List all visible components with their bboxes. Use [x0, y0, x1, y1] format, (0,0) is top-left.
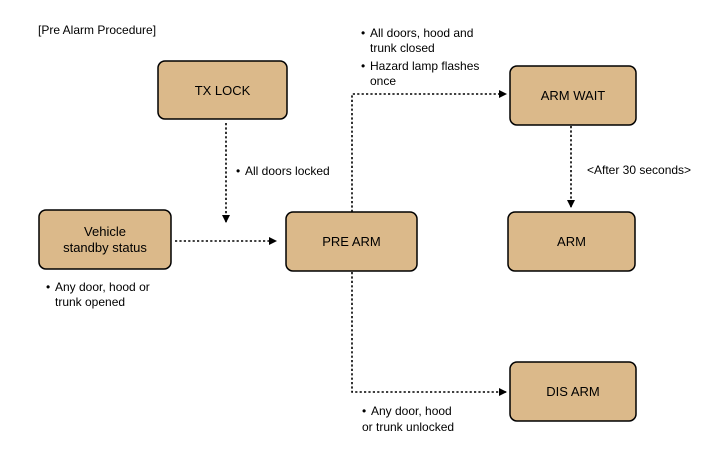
note-hazard-line2: once: [370, 74, 396, 88]
note-doors-locked-text: All doors locked: [245, 164, 330, 178]
note-hazard-lamp: • Hazard lamp flashes once: [361, 59, 479, 88]
note-unlocked-line2: or trunk unlocked: [362, 420, 454, 434]
note-unlocked: • Any door, hood or trunk unlocked: [362, 404, 454, 434]
note-hazard-line1: Hazard lamp flashes: [370, 59, 479, 73]
note-standby-line2: trunk opened: [55, 295, 125, 309]
bullet-icon: •: [361, 59, 365, 73]
node-vehicle-standby: Vehicle standby status: [38, 209, 172, 270]
arrow-prearm-to-disarm: [351, 272, 507, 396]
note-unlocked-line1: Any door, hood: [371, 404, 452, 418]
connectors: [175, 90, 575, 396]
node-pre-arm: PRE ARM: [285, 211, 418, 272]
note-standby-line1: Any door, hood or: [55, 280, 150, 294]
node-arm-wait: ARM WAIT: [509, 65, 637, 126]
bullet-icon: •: [362, 404, 366, 418]
bullet-icon: •: [236, 164, 240, 178]
arrow-prearm-to-armwait: [351, 90, 507, 212]
node-tx-lock: TX LOCK: [157, 60, 288, 120]
note-closed-line2: trunk closed: [370, 41, 435, 55]
note-after-30-seconds: <After 30 seconds>: [587, 163, 691, 177]
node-dis-arm-label: DIS ARM: [546, 384, 599, 399]
node-standby-label-line1: Vehicle: [84, 224, 126, 239]
bullet-icon: •: [46, 280, 50, 294]
bullet-icon: •: [361, 26, 365, 40]
node-arm-label: ARM: [557, 234, 586, 249]
note-doors-closed: • All doors, hood and trunk closed: [361, 26, 473, 55]
node-pre-arm-label: PRE ARM: [322, 234, 381, 249]
note-doors-locked: • All doors locked: [236, 164, 330, 178]
node-arm: ARM: [507, 211, 636, 272]
node-standby-label-line2: standby status: [63, 240, 147, 255]
note-standby-condition: • Any door, hood or trunk opened: [46, 280, 150, 309]
node-dis-arm: DIS ARM: [509, 361, 637, 422]
note-closed-line1: All doors, hood and: [370, 26, 473, 40]
node-arm-wait-label: ARM WAIT: [541, 88, 606, 103]
diagram-title: [Pre Alarm Procedure]: [38, 23, 156, 37]
node-tx-lock-label: TX LOCK: [195, 83, 251, 98]
